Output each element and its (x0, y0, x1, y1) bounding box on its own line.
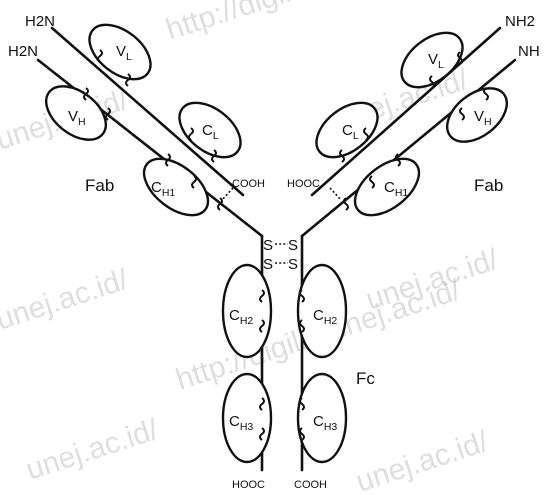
hooc-right-label: HOOC (287, 178, 320, 190)
interchain-disulfide-bonds (222, 188, 341, 263)
hooc-bottom-label: HOOC (232, 479, 265, 491)
watermark-text-bottom-right: unej.ac.id/ (352, 425, 493, 495)
watermark-text-top: http://digilib.unej.ac.id/ (162, 0, 455, 47)
cooh-bottom-label: COOH (294, 479, 327, 491)
nh2-light-left-label: H2N (8, 43, 38, 60)
fab-left-label: Fab (85, 176, 114, 195)
ss-mark (218, 198, 222, 210)
watermark-text-mid-left: unej.ac.id/ (0, 263, 133, 337)
nh2-light-right-label: NH2 (505, 13, 535, 30)
ch1-left-domain (134, 148, 218, 227)
right-lh-disulfide-bond (330, 188, 341, 200)
fab-right-label: Fab (474, 176, 503, 195)
ss-bottom-right: S (288, 256, 298, 273)
ss-bottom-left: S (263, 256, 273, 273)
cooh-left-label: COOH (232, 178, 265, 190)
watermark-text-bottom-left: unej.ac.id/ (22, 413, 163, 487)
nh2-heavy-right-label: NH (518, 43, 540, 60)
nh2-heavy-left-label: H2N (25, 13, 55, 30)
ss-top-right: S (288, 237, 298, 254)
ss-top-left: S (263, 237, 273, 254)
fc-label: Fc (356, 369, 375, 388)
